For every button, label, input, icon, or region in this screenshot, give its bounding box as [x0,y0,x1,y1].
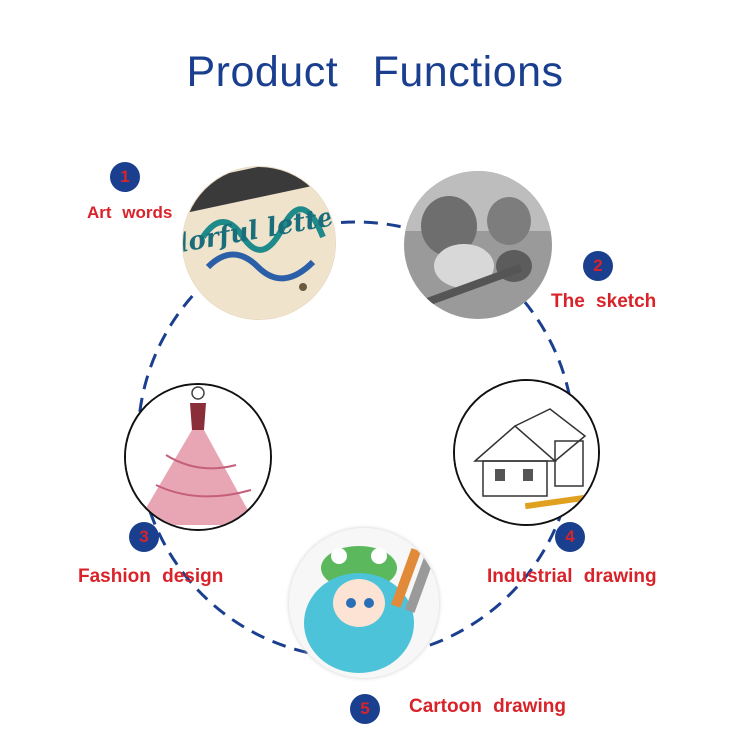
cartoon-drawing-image [289,528,439,678]
label-industrial-drawing: Industrial drawing [487,566,657,587]
label-cartoon-drawing: Cartoon drawing [409,696,566,717]
number-badge-1: 1 [110,162,140,192]
number-badge-3: 3 [129,522,159,552]
label-the-sketch: The sketch [551,291,657,312]
number-badge-2: 2 [583,251,613,281]
page-title: Product Functions [186,48,564,96]
label-art-words: Art words [87,203,173,222]
industrial-drawing-image [453,379,600,526]
sketch-image [404,171,552,319]
number-badge-4: 4 [555,522,585,552]
label-fashion-design: Fashion design [78,566,224,587]
fashion-design-image [124,383,272,531]
art-words-image: colorful letters [183,167,335,319]
number-badge-5: 5 [350,694,380,724]
